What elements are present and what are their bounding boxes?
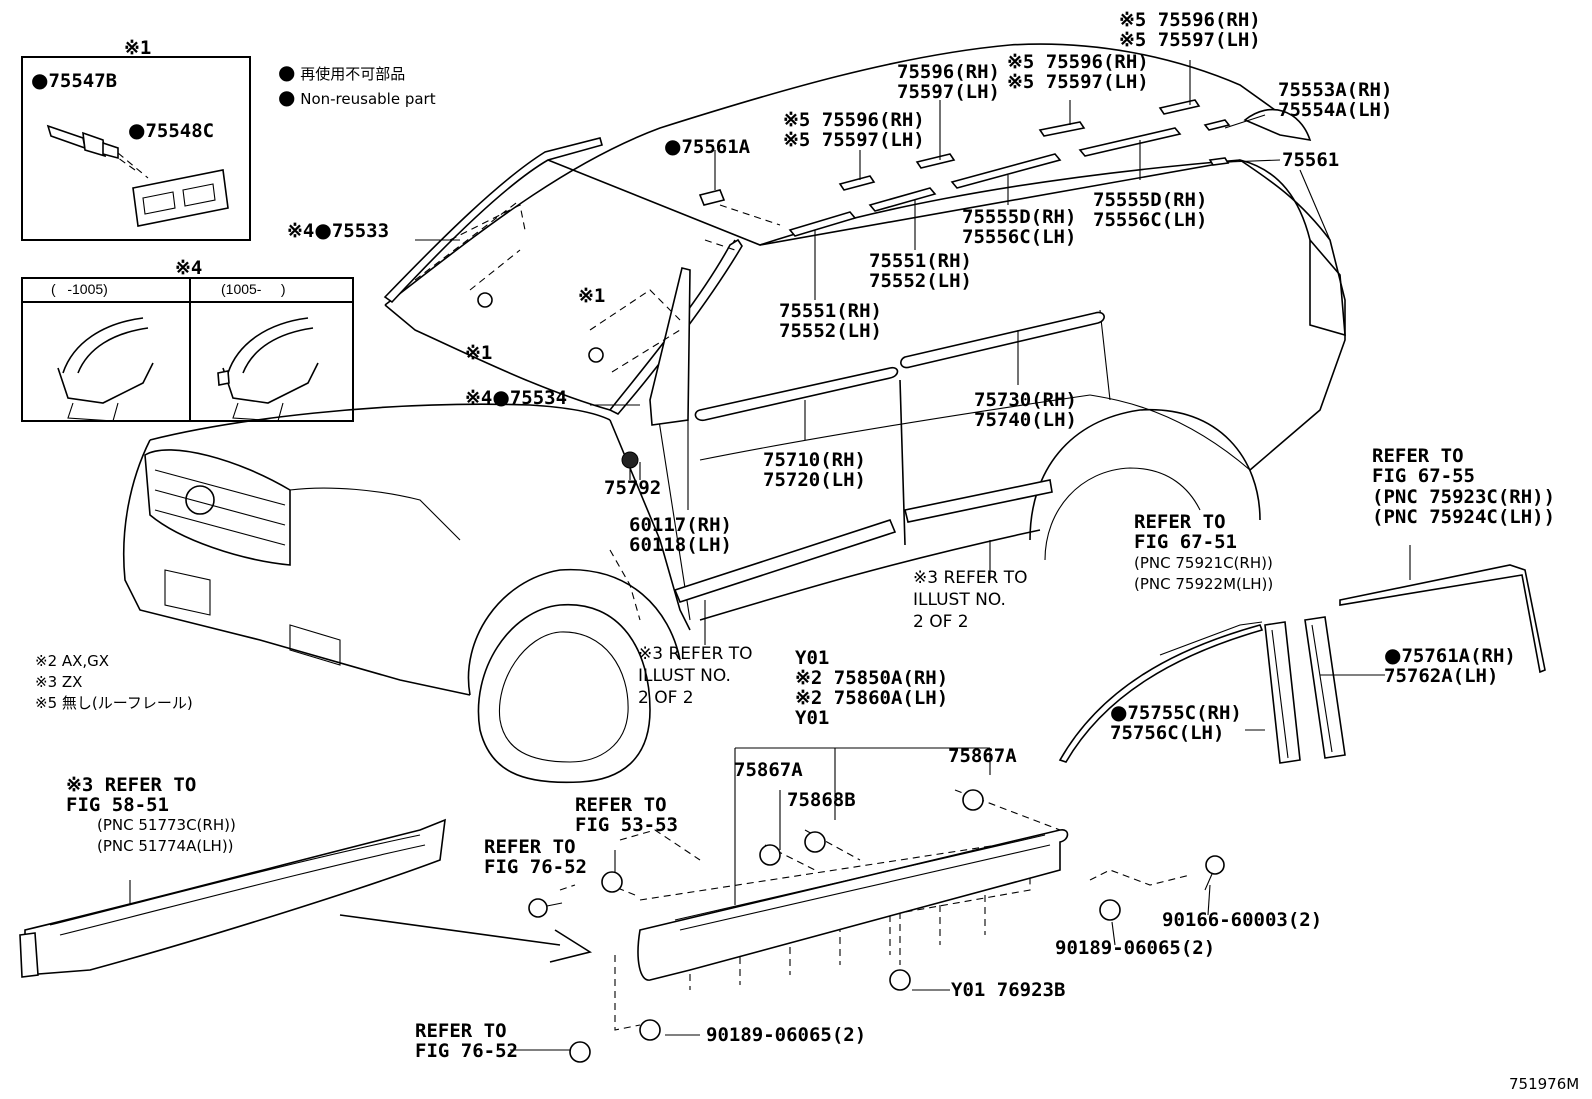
label-60117-60118: 60117(RH) 60118(LH): [629, 514, 732, 556]
label-75555D-75556C-a: 75555D(RH) 75556C(LH): [962, 206, 1077, 248]
label-75596-75597-top: ※5 75596(RH) ※5 75597(LH): [1119, 9, 1261, 51]
label-75551-75552-b: 75551(RH) 75552(LH): [779, 300, 882, 342]
label-75792: 75792: [604, 477, 662, 499]
note-3: ※3 ZX: [35, 673, 83, 691]
box4-range-b: (1005- ): [221, 281, 286, 297]
side-step-left: [19, 818, 446, 978]
label-90189-b: 90189-06065(2): [706, 1024, 867, 1046]
box1-part-a: ●75547B: [31, 68, 118, 92]
vehicle-body-outline: [122, 43, 1346, 784]
label-75868B: 75868B: [787, 789, 856, 811]
ref-fig-67-55: REFER TO FIG 67-55: [1372, 445, 1475, 487]
ref-illust-b: ※3 REFER TO ILLUST NO. 2 OF 2: [638, 644, 753, 708]
box1-mark: ※1: [124, 37, 152, 59]
box4-range-a: ( -1005): [51, 281, 108, 297]
clip-drawing: [46, 124, 229, 227]
label-75561A: ●75561A: [664, 134, 751, 158]
note-2: ※2 AX,GX: [35, 652, 110, 670]
box4-mark: ※4: [175, 257, 203, 279]
label-75551-75552-a: 75551(RH) 75552(LH): [869, 250, 972, 292]
label-75596-75597-a: 75596(RH) 75597(LH): [897, 61, 1000, 103]
label-75730-75740: 75730(RH) 75740(LH): [974, 389, 1077, 431]
legend-en: ● Non-reusable part: [278, 85, 436, 109]
label-75534: ※4●75534: [465, 385, 568, 409]
ref-fig-58-51-pnc: (PNC 51773C(RH)) (PNC 51774A(LH)): [97, 816, 236, 855]
moulding-end-drawings: [57, 317, 319, 420]
detail-box-moulding-ends: ( -1005) (1005- ): [21, 277, 354, 422]
door-belt-mouldings: [649, 267, 1105, 603]
label-75761-75762: ●75761A(RH) 75762A(LH): [1384, 643, 1516, 687]
diagram-id: 751976M: [1509, 1075, 1580, 1093]
label-75867A-right: 75867A: [948, 745, 1017, 767]
label-75561: 75561: [1282, 149, 1340, 171]
label-76923B: Y01 76923B: [951, 979, 1066, 1001]
ref-fig-53-53: REFER TO FIG 53-53: [575, 794, 678, 836]
ref-fig-67-55-pnc: (PNC 75923C(RH)) (PNC 75924C(LH)): [1372, 486, 1556, 528]
ref-fig-76-52-a: REFER TO FIG 76-52: [484, 836, 587, 878]
label-leaders: [129, 60, 1411, 1051]
mark-1-a: ※1: [578, 285, 606, 307]
label-75533: ※4●75533: [287, 218, 390, 242]
ref-illust-a: ※3 REFER TO ILLUST NO. 2 OF 2: [913, 568, 1028, 632]
pillar-garnishes: [1058, 564, 1546, 764]
assembly-arrow: [339, 914, 593, 963]
box1-part-b: ●75548C: [128, 118, 215, 142]
ref-fig-67-51-pnc: (PNC 75921C(RH)) (PNC 75922M(LH)): [1134, 554, 1274, 593]
ref-fig-58-51: ※3 REFER TO FIG 58-51: [66, 774, 197, 816]
label-75596-75597-b: ※5 75596(RH) ※5 75597(LH): [1007, 51, 1149, 93]
fasteners: [477, 292, 1225, 1063]
label-90189-a: 90189-06065(2): [1055, 937, 1216, 959]
legend-jp: ● 再使用不可部品: [278, 60, 406, 84]
detail-box-clip: ●75547B ●75548C: [21, 56, 251, 241]
label-75755-75756: ●75755C(RH) 75756C(LH): [1110, 700, 1242, 744]
label-75850-75860: Y01 ※2 75850A(RH) ※2 75860A(LH) Y01: [795, 647, 949, 729]
note-5: ※5 無し(ルーフレール): [35, 694, 193, 712]
rocker-panel-right: [637, 829, 1069, 981]
label-75555D-75556C-b: 75555D(RH) 75556C(LH): [1093, 189, 1208, 231]
label-75596-75597-c: ※5 75596(RH) ※5 75597(LH): [783, 109, 925, 151]
label-75710-75720: 75710(RH) 75720(LH): [763, 449, 866, 491]
ref-fig-67-51: REFER TO FIG 67-51: [1134, 511, 1237, 553]
mark-1-b: ※1: [465, 342, 493, 364]
ref-fig-76-52-b: REFER TO FIG 76-52: [415, 1020, 518, 1062]
label-90166: 90166-60003(2): [1162, 909, 1323, 931]
label-75867A-left: 75867A: [734, 759, 803, 781]
label-75553-75554: 75553A(RH) 75554A(LH): [1278, 79, 1393, 121]
